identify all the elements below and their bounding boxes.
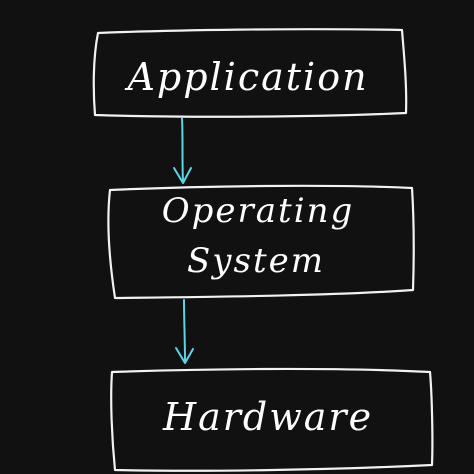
node-application-box xyxy=(92,28,408,118)
edge-application-to-operating-system-arrowhead xyxy=(173,167,192,184)
node-hardware-box xyxy=(110,367,434,472)
edge-operating-system-to-hardware-arrowhead xyxy=(175,347,194,364)
node-application: Application xyxy=(92,28,408,118)
node-operating-system: Operating System xyxy=(107,184,415,300)
node-operating-system-label-line-2: System xyxy=(187,241,325,281)
node-operating-system-box xyxy=(107,184,415,300)
node-operating-system-label-line-1: Operating xyxy=(162,191,354,231)
edge-application-to-operating-system-line xyxy=(181,117,184,183)
node-hardware: Hardware xyxy=(110,367,434,472)
edge-operating-system-to-hardware-line xyxy=(183,299,186,363)
edge-application-to-operating-system xyxy=(173,117,192,184)
node-hardware-label: Hardware xyxy=(162,395,373,439)
node-application-label: Application xyxy=(124,55,368,99)
edge-operating-system-to-hardware xyxy=(175,299,194,364)
